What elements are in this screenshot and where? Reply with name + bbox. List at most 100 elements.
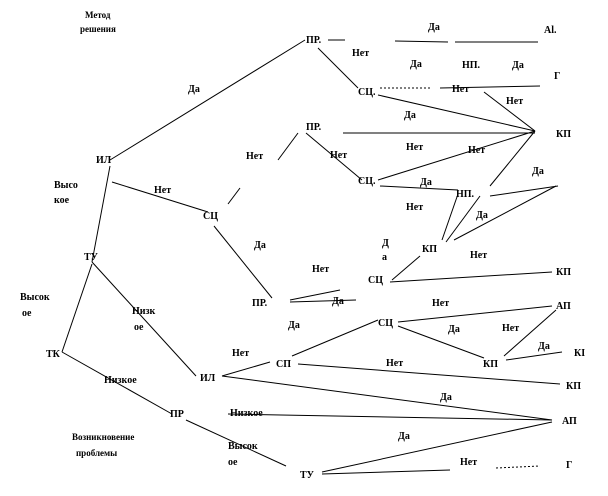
label-yes-5: Да xyxy=(404,110,416,121)
label-yes-4: Да xyxy=(512,60,524,71)
label-yes-8: Да xyxy=(476,210,488,221)
label-yes-12: Да xyxy=(448,324,460,335)
edge-illow-sp xyxy=(221,361,271,377)
label-yes-3: Да xyxy=(410,59,422,70)
label-no-5: Нет xyxy=(330,150,347,161)
label-yes-2: Да xyxy=(428,22,440,33)
edge-ty-il-lower xyxy=(91,261,197,377)
outcome-ki: КI xyxy=(574,348,585,359)
edge-sctop-kp xyxy=(377,94,536,132)
label-yes-9: Да xyxy=(254,240,266,251)
method-header-line2: решения xyxy=(80,24,116,34)
node-pr-top: ПР. xyxy=(306,35,322,46)
label-yes-split-1: Д xyxy=(382,238,389,249)
label-no-1: Нет xyxy=(352,48,369,59)
outcome-kp2: КП xyxy=(556,267,571,278)
label-high-b1: Высок xyxy=(20,292,50,303)
edge-pr2-left xyxy=(277,132,299,161)
node-pr-lower: ПР xyxy=(170,409,184,420)
edge-kpmid-sc xyxy=(391,255,421,281)
label-no-6: Нет xyxy=(406,142,423,153)
label-yes-6: Да xyxy=(420,177,432,188)
outcome-a1: Al. xyxy=(544,25,557,36)
tree-edges xyxy=(61,39,563,475)
label-high-b2: ое xyxy=(22,308,32,319)
node-sc-right: СЦ xyxy=(368,275,383,286)
label-low-a1: Низк xyxy=(132,306,156,317)
label-no-9: Нет xyxy=(406,202,423,213)
label-yes-10: Да xyxy=(332,296,344,307)
label-no-4: Нет xyxy=(246,151,263,162)
edge-kplow-ap xyxy=(503,309,557,357)
outcome-ai2: АП xyxy=(562,416,577,427)
edge-pr-low-ap xyxy=(227,413,553,421)
edge-sctop-g xyxy=(439,85,541,89)
label-no-15: Нет xyxy=(386,358,403,369)
label-high-c2: ое xyxy=(228,457,238,468)
edge-il-pr-top xyxy=(109,39,306,161)
edge-sc2-kp xyxy=(377,130,536,181)
edge-npmid-right xyxy=(489,185,559,197)
label-no-2: Нет xyxy=(452,84,469,95)
node-pr-second: ПР. xyxy=(306,122,322,133)
label-no-12: Нет xyxy=(432,298,449,309)
node-il-upper: ИЛ xyxy=(96,155,112,166)
node-kp-mid: КП xyxy=(422,244,437,255)
edge-ty-il xyxy=(91,165,111,263)
label-low-b: Низкое xyxy=(104,375,137,386)
label-no-3: Нет xyxy=(506,96,523,107)
edge-npmid-kp xyxy=(489,130,536,187)
label-yes-1: Да xyxy=(188,84,200,95)
edge-illow-ap xyxy=(221,375,553,421)
node-sc-second: СЦ. xyxy=(358,176,376,187)
label-no-16: Нет xyxy=(460,457,477,468)
label-yes-split-2: а xyxy=(382,252,387,263)
node-tk: ТК xyxy=(46,349,61,360)
label-no-13: Нет xyxy=(502,323,519,334)
edge-prtop-right2 xyxy=(394,40,449,43)
label-yes-11: Да xyxy=(288,320,300,331)
label-low-a2: ое xyxy=(134,322,144,333)
label-yes-7: Да xyxy=(532,166,544,177)
outcome-kp1: КП xyxy=(556,129,571,140)
outcome-kp3: КП xyxy=(566,381,581,392)
label-yes-13: Да xyxy=(538,341,550,352)
edge-tk-pr xyxy=(61,351,173,415)
edge-scright-kp xyxy=(389,271,553,283)
edge-nptop-kp xyxy=(483,91,536,132)
edge-scmid-pr-middle xyxy=(213,225,273,299)
edge-prmid-up xyxy=(289,289,341,301)
label-high-a2: кое xyxy=(54,195,70,206)
occurrence-header-line1: Возникновение xyxy=(72,432,134,442)
outcome-g-bottom: Г xyxy=(566,460,572,471)
label-low-c: Низкое xyxy=(230,408,263,419)
edge-tylow-ap xyxy=(321,421,553,473)
label-no-14: Нет xyxy=(232,348,249,359)
edge-kpmid-np xyxy=(445,195,481,243)
edge-kplow-ki xyxy=(505,351,563,361)
node-sc-top: СЦ. xyxy=(358,87,376,98)
edge-prlow-ty xyxy=(185,419,287,467)
edge-sccl-kp xyxy=(397,325,485,359)
node-ty-upper: ТУ xyxy=(84,252,99,263)
label-no-7: Нет xyxy=(468,145,485,156)
edge-tk-ty xyxy=(61,263,93,353)
edge-splow-kp xyxy=(297,363,561,385)
edge-tylow-g2 xyxy=(495,465,541,469)
method-header-line1: Метод xyxy=(85,10,111,20)
outcome-g-top: Г xyxy=(554,71,560,82)
node-pr-middle: ПР. xyxy=(252,298,268,309)
outcome-ai1: АП xyxy=(556,301,571,312)
node-np-mid: НП. xyxy=(456,189,475,200)
node-np-top: НП. xyxy=(462,60,481,71)
edge-npmid-kpmid xyxy=(441,193,459,241)
edge-sccl-sp xyxy=(291,319,379,357)
label-no-10: Нет xyxy=(470,250,487,261)
label-high-a1: Высо xyxy=(54,180,78,191)
node-ty-lower: ТУ xyxy=(300,470,315,481)
label-yes-14: Да xyxy=(440,392,452,403)
edge-prtop-sctop xyxy=(317,47,359,89)
label-yes-15: Да xyxy=(398,431,410,442)
node-sc-mid: СЦ xyxy=(203,211,218,222)
